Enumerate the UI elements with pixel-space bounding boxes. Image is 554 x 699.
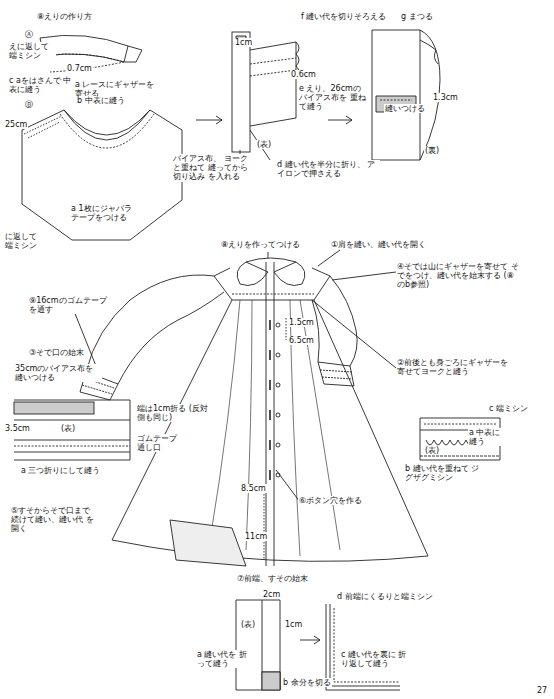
callout-label: d 前端にくるりと端ミシン xyxy=(336,592,434,601)
callout-label: (裏) xyxy=(424,146,440,155)
callout-label: Ⓑ xyxy=(24,100,34,109)
callout-label: ⑥ボタン穴を作る xyxy=(298,496,363,505)
callout-label: a 1枚にジャバラ テープをつける xyxy=(70,204,142,222)
callout-label: ⑧えりを作ってつける xyxy=(220,240,301,249)
callout-label: 2cm xyxy=(262,590,281,599)
callout-label: 8.5cm xyxy=(240,484,267,493)
callout-label: 27 xyxy=(536,686,548,695)
callout-label: g まつる xyxy=(400,12,434,21)
callout-label: ②前後とも身ごろにギャザーを 寄せてヨークと縫う xyxy=(396,358,518,376)
callout-label: 3.5cm xyxy=(4,424,31,433)
callout-label: 縫いつける xyxy=(384,104,426,113)
callout-label: (表) xyxy=(256,140,272,149)
callout-label: 6.5cm xyxy=(288,336,315,345)
callout-label: (表) xyxy=(424,446,440,455)
callout-label: 1.5cm xyxy=(288,318,315,327)
callout-label: ⑤すそからそで口まで 続けて縫い、縫い代 を開く xyxy=(10,506,100,534)
callout-label: ③そで口の始末 xyxy=(28,348,85,357)
callout-label: ⑦前端、すその始末 xyxy=(236,574,309,583)
callout-label: バイアス布、 ヨークと重ねて 縫ってから切り込み を入れる xyxy=(172,154,252,182)
callout-label: b 余分を切る xyxy=(282,678,332,687)
callout-label: えに返して 端ミシン xyxy=(8,42,56,60)
callout-label: (表) xyxy=(60,424,76,433)
callout-label: a 縫い代を 折って縫う xyxy=(196,650,248,668)
callout-label: ⑧えりの作り方 xyxy=(36,12,93,21)
callout-label: 11cm xyxy=(244,532,268,541)
callout-label: 1cm xyxy=(284,620,303,629)
callout-label: e えり、26cmの バイアス布を 重ねて縫う xyxy=(298,84,370,112)
callout-label: ゴムテープ 通し口 xyxy=(136,434,186,452)
callout-label: a 中表に 縫う xyxy=(468,428,508,446)
callout-label: 1.3cm xyxy=(432,93,459,102)
callout-label: b 縫い代を重ねて ジグザグミシン xyxy=(404,464,486,482)
callout-label: 1cm xyxy=(234,38,253,47)
callout-label: Ⓐ xyxy=(24,30,34,39)
callout-label: 0.7cm xyxy=(66,64,93,73)
callout-label: ④そでは山にギャザーを寄せて そでをつけ、縫い代を始末する (⑧のb参照) xyxy=(396,262,522,290)
callout-label: d 縫い代を半分に折り、 アイロンで押さえる xyxy=(276,160,380,178)
callout-label: に返して 端ミシン xyxy=(4,232,46,250)
callout-label: c aをはさんで 中表に縫う xyxy=(8,76,78,94)
callout-label: 25cm xyxy=(4,120,28,129)
callout-label: c 縫い代を裏に 折り返して縫う xyxy=(340,650,414,668)
callout-label: 0.6cm xyxy=(290,70,317,79)
callout-label: b 中表に縫う xyxy=(76,96,126,105)
callout-label: c 端ミシン xyxy=(488,404,529,413)
callout-label: ①肩を縫い、縫い代を開く xyxy=(330,240,427,249)
callout-label: a 三つ折りにして縫う xyxy=(20,466,101,475)
callout-label: 端は1cm折る (反対側も同じ) xyxy=(136,404,216,422)
callout-label: (表) xyxy=(240,620,256,629)
callout-label: 35cmのバイアス布を 縫いつける xyxy=(14,364,102,382)
callout-label: f 縫い代を切りそろえる xyxy=(300,12,387,21)
callout-label: ⑨16cmのゴムテープ を通す xyxy=(28,296,112,314)
